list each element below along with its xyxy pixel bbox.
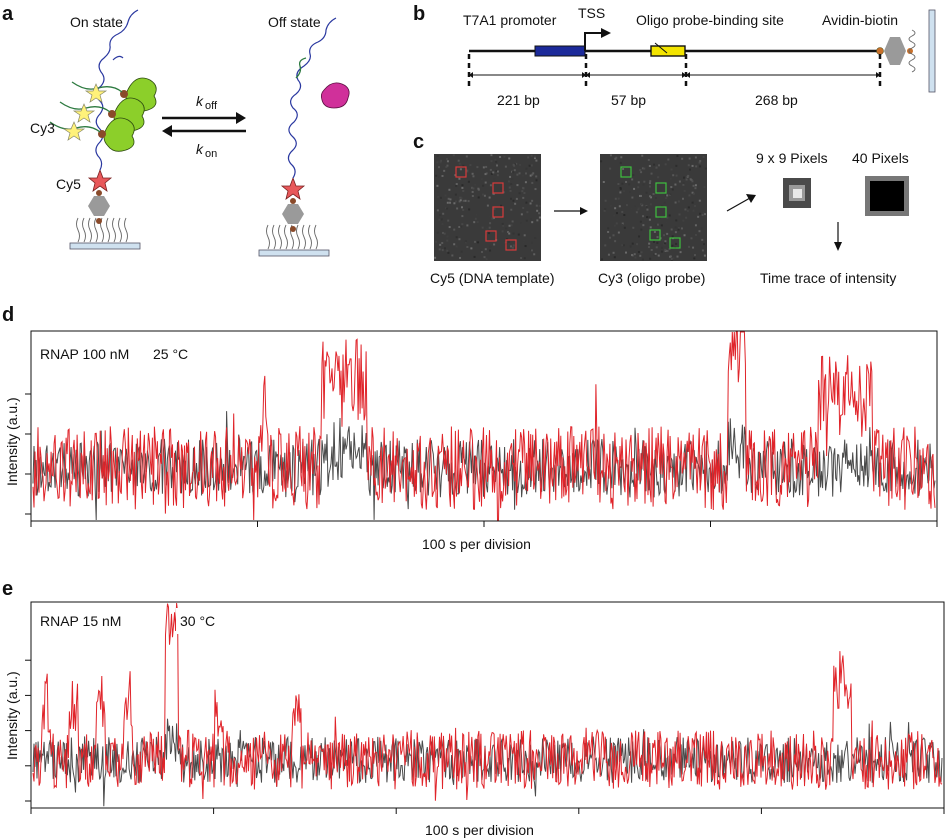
segment-arrowheads xyxy=(469,72,880,78)
panel-c: c Cy5 (DNA template) Cy3 (oligo probe) 9… xyxy=(413,131,909,286)
k-off-subscript: off xyxy=(205,100,218,112)
time-trace-label: Time trace of intensity xyxy=(760,270,896,286)
cy3-noise xyxy=(600,154,707,261)
rate-arrows xyxy=(162,112,246,137)
segment-dividers xyxy=(467,54,882,86)
tss-arrow xyxy=(584,32,603,51)
promoter-label: T7A1 promoter xyxy=(463,12,557,28)
cy5-star-icon xyxy=(87,168,113,192)
panel-letter-c: c xyxy=(413,131,424,153)
off-surface xyxy=(258,17,350,257)
axes-e xyxy=(25,659,945,814)
cy3-star-icon xyxy=(84,83,108,103)
dna-template-off xyxy=(287,17,337,179)
cy3-caption: Cy3 (oligo probe) xyxy=(598,270,705,286)
rnap-cluster-on xyxy=(49,77,157,152)
plot-frame-e xyxy=(30,601,945,809)
xlabel-e: 100 s per division xyxy=(425,822,534,838)
ylabel-d: Intensity (a.u.) xyxy=(4,397,20,486)
avidin-icon xyxy=(88,196,110,216)
pixels-9-label: 9 x 9 Pixels xyxy=(756,150,828,166)
trace-area-d xyxy=(32,331,936,521)
segment-label-1: 221 bp xyxy=(497,92,540,108)
panel-letter-d: d xyxy=(2,304,14,326)
oligo-site-box xyxy=(650,45,686,57)
trace-area-e xyxy=(32,602,943,807)
panel-letter-e: e xyxy=(2,578,13,600)
cy3-spots xyxy=(620,166,681,249)
rnap-off-icon xyxy=(320,82,350,109)
condition-d-1: RNAP 100 nM xyxy=(40,346,129,362)
panel-letter-a: a xyxy=(2,3,14,25)
panel-e: e RNAP 15 nM 30 °C Intensity (a.u.) 100 … xyxy=(2,578,945,838)
xlabel-d: 100 s per division xyxy=(422,536,531,552)
panel-d: d RNAP 100 nM 25 °C Intensity (a.u.) 100… xyxy=(2,304,938,552)
condition-d-2: 25 °C xyxy=(153,346,188,362)
promoter-box xyxy=(534,45,586,57)
cy5-star-icon-off xyxy=(280,176,306,200)
tss-label: TSS xyxy=(578,5,605,21)
panel-a: a On state Off state xyxy=(2,3,350,257)
segment-label-3: 268 bp xyxy=(755,92,798,108)
trace-red-d xyxy=(32,331,936,521)
surface-b xyxy=(928,9,936,93)
panel-letter-b: b xyxy=(413,3,425,25)
k-on-label: k xyxy=(196,141,204,157)
off-state-label: Off state xyxy=(268,14,321,30)
cy5-caption: Cy5 (DNA template) xyxy=(430,270,554,286)
on-surface xyxy=(69,9,141,250)
axes-d xyxy=(25,393,938,527)
segment-label-2: 57 bp xyxy=(611,92,646,108)
on-state-label: On state xyxy=(70,14,123,30)
panel-b: b T7A1 promoter TSS Oligo probe-binding … xyxy=(413,3,936,108)
pixels-40-label: 40 Pixels xyxy=(852,150,909,166)
k-on-subscript: on xyxy=(205,148,217,160)
oligo-site-label: Oligo probe-binding site xyxy=(636,12,784,28)
cy5-noise xyxy=(434,154,541,261)
dna-template-on xyxy=(95,9,139,171)
condition-e-1: RNAP 15 nM xyxy=(40,613,121,629)
condition-e-2: 30 °C xyxy=(180,613,215,629)
avidin-label: Avidin-biotin xyxy=(822,12,898,28)
trace-red-e xyxy=(32,602,943,801)
avidin-biotin-icon xyxy=(884,37,906,65)
avidin-icon-off xyxy=(282,204,304,224)
k-off-label: k xyxy=(196,93,204,109)
cy5-label: Cy5 xyxy=(56,176,81,192)
ylabel-e: Intensity (a.u.) xyxy=(4,671,20,760)
cy5-spots xyxy=(455,166,517,251)
cy5-image xyxy=(434,154,541,261)
cy3-label: Cy3 xyxy=(30,120,55,136)
